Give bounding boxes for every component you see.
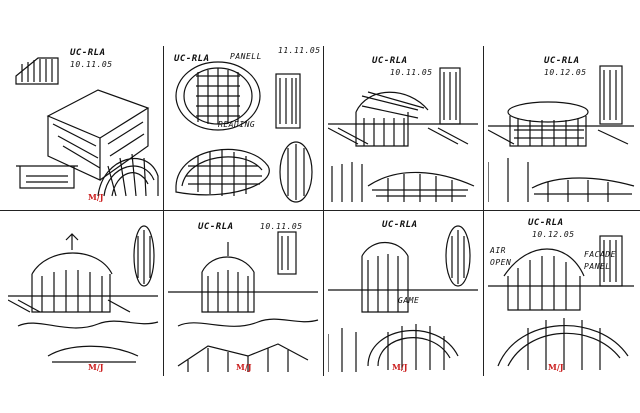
panel-3-date: 10.11.05	[390, 68, 433, 77]
panel-8-note-air: AIR	[490, 246, 506, 255]
panel-5-signature: M/J	[88, 362, 104, 372]
panel-8-note-open: OPEN	[490, 258, 512, 267]
panel-7-note: GAME	[398, 296, 420, 305]
panel-7-signature: M/J	[392, 362, 408, 372]
grid-divider-vertical-3	[483, 46, 484, 376]
panel-8-note-panel: PANEL	[584, 262, 611, 271]
panel-2-note-reading: READING	[218, 120, 256, 129]
sketch-panel-7: UC-RLA GAME M/J	[328, 216, 480, 376]
sketch-panel-8: UC-RLA 10.12.05 AIR OPEN FACADE PANEL M/…	[488, 216, 636, 376]
sketch-panel-6: UC-RLA 10.11.05 M/J	[168, 216, 320, 376]
panel-6-code: UC-RLA	[198, 222, 234, 232]
sketch-panel-2: UC-RLA PANELL 11.11.05 READING	[168, 46, 320, 206]
grid-divider-horizontal	[0, 210, 640, 211]
sketch-drawing-7	[328, 225, 478, 372]
sketch-drawing-3	[328, 67, 478, 202]
sketch-drawing-1	[15, 57, 159, 197]
panel-4-code: UC-RLA	[544, 56, 580, 66]
sketch-drawing-2	[175, 61, 313, 203]
grid-divider-vertical-1	[163, 46, 164, 376]
panel-1-signature: M/J	[88, 192, 104, 202]
panel-2-code: UC-RLA	[174, 54, 210, 64]
panel-2-date: 11.11.05	[278, 46, 320, 55]
sketch-drawing-5	[8, 225, 159, 363]
panel-6-date: 10.11.05	[260, 222, 303, 231]
sketch-drawing-6	[168, 231, 319, 372]
panel-8-signature: M/J	[548, 362, 564, 372]
panel-3-code: UC-RLA	[372, 56, 408, 66]
panel-8-note-facade: FACADE	[584, 250, 616, 259]
panel-7-code: UC-RLA	[382, 220, 418, 230]
panel-8-date: 10.12.05	[532, 230, 575, 239]
panel-4-date: 10.12.05	[544, 68, 587, 77]
sketch-panel-3: UC-RLA 10.11.05	[328, 46, 480, 206]
grid-divider-vertical-2	[323, 46, 324, 376]
sketch-panel-4: UC-RLA 10.12.05	[488, 46, 636, 206]
panel-8-code: UC-RLA	[528, 218, 564, 228]
sketch-panel-1: UC-RLA 10.11.05 M/J	[8, 46, 160, 206]
sketch-drawing-4	[488, 65, 635, 202]
panel-6-signature: M/J	[236, 362, 252, 372]
panel-2-note-panell: PANELL	[230, 52, 262, 61]
sketch-panel-5: M/J	[8, 216, 160, 376]
panel-1-code: UC-RLA	[70, 48, 106, 58]
sketch-drawing-8	[488, 235, 634, 370]
panel-1-date: 10.11.05	[70, 60, 113, 69]
